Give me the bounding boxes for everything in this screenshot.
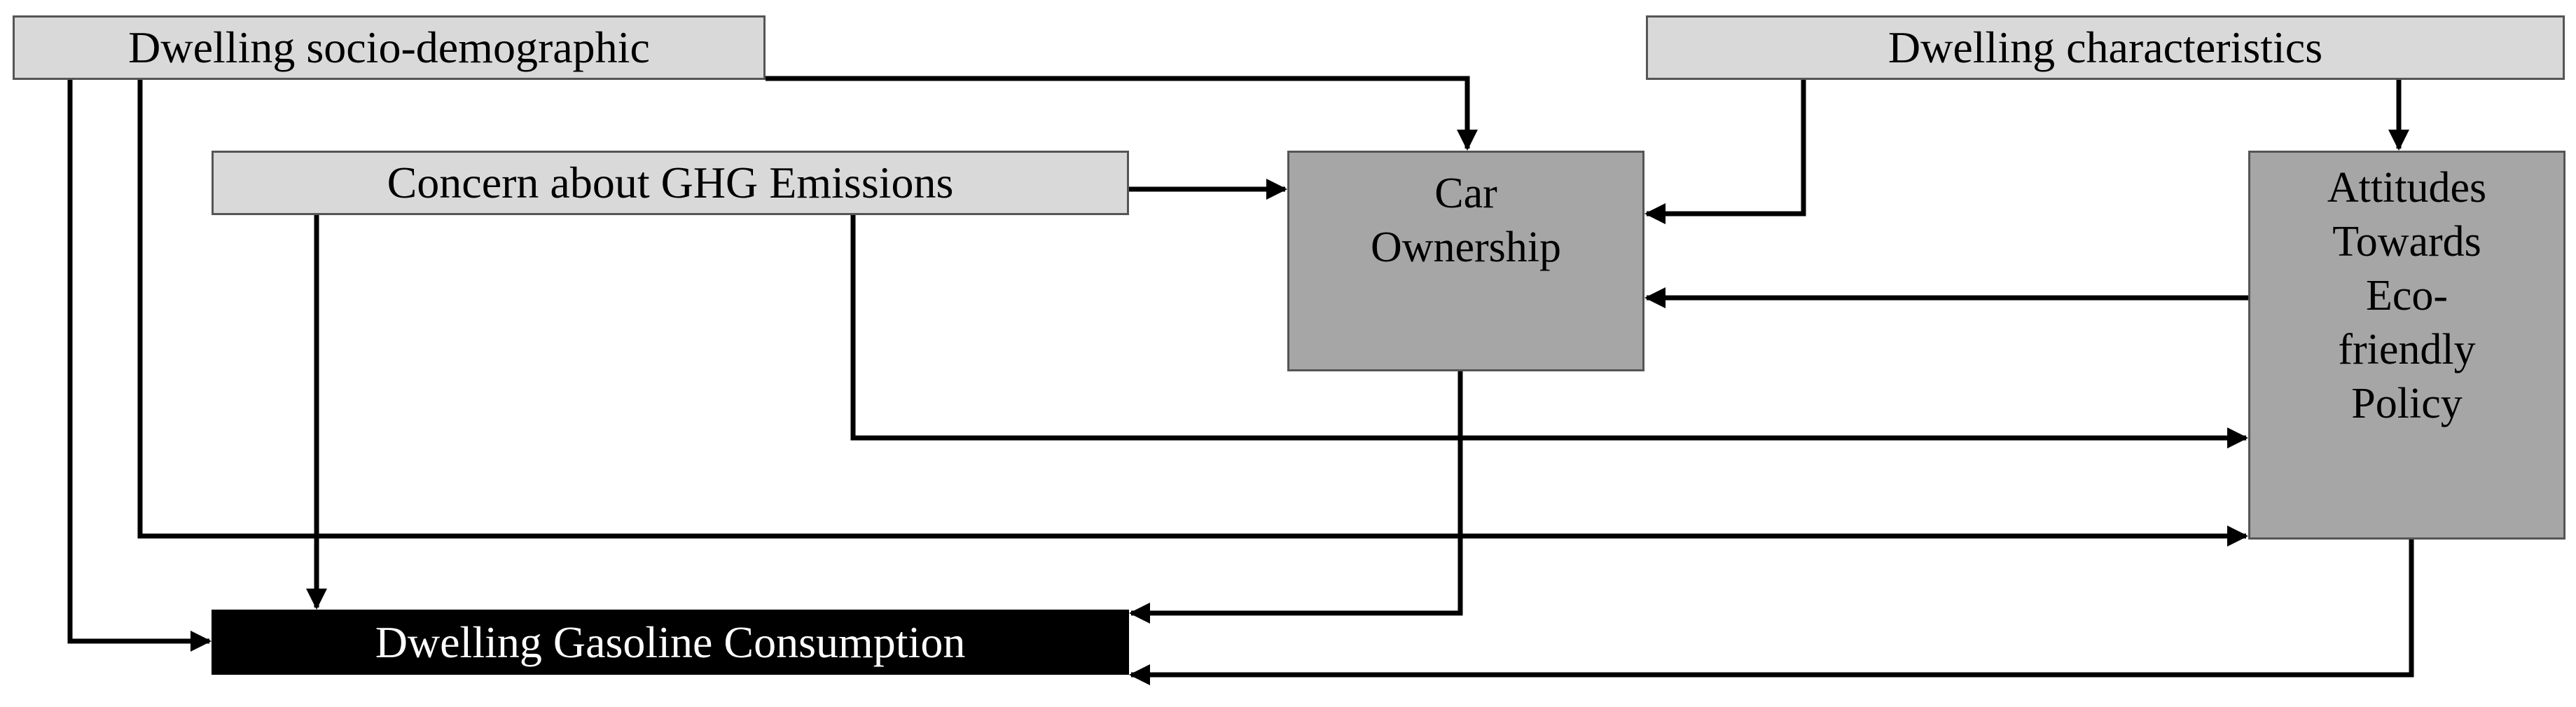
node-label-line: Attitudes — [2327, 164, 2487, 212]
node-dwelling-gasoline-consumption: Dwelling Gasoline Consumption — [212, 610, 1129, 675]
node-dwelling-socio-demographic: Dwelling socio-demographic — [13, 15, 766, 80]
node-attitudes-eco-friendly-policy: Attitudes Towards Eco- friendly Policy — [2248, 151, 2565, 540]
edge-dwelling_char-to-car — [1644, 80, 1806, 224]
node-label: Dwelling socio-demographic — [128, 22, 650, 72]
node-label-line: Car — [1434, 170, 1497, 217]
node-dwelling-characteristics: Dwelling characteristics — [1646, 15, 2565, 80]
node-label-line: Policy — [2351, 379, 2463, 427]
edge-concern-to-attitudes — [850, 215, 2248, 448]
node-concern-ghg-emissions: Concern about GHG Emissions — [212, 151, 1129, 215]
node-label-line: Ownership — [1370, 223, 1562, 271]
node-label-line: Towards — [2332, 217, 2481, 266]
edge-group — [67, 76, 2414, 685]
node-label: Dwelling Gasoline Consumption — [375, 617, 966, 667]
edge-socio-to-attitudes — [137, 80, 2248, 547]
edge-socio-to-gasoline — [67, 80, 212, 652]
node-label: Dwelling characteristics — [1888, 22, 2323, 72]
node-car-ownership: Car Ownership — [1287, 151, 1644, 371]
node-label: Concern about GHG Emissions — [387, 158, 954, 207]
edge-socio-to-car — [766, 76, 1478, 151]
edge-attitudes-to-gasoline — [1129, 540, 2414, 685]
node-label-line: Eco- — [2365, 271, 2449, 320]
node-label-line: friendly — [2338, 325, 2476, 373]
edge-car-to-gasoline — [1129, 371, 1463, 624]
